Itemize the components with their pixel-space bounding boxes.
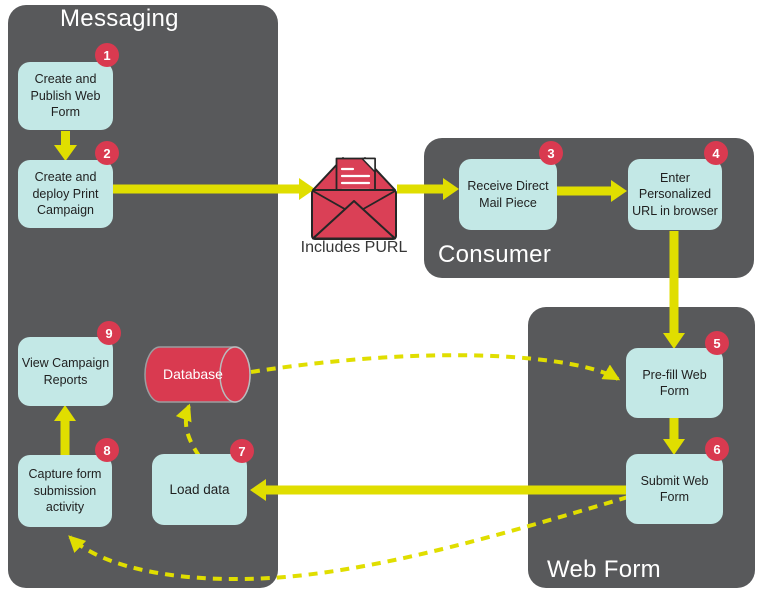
step-box-create-deploy-print-campaign: Create and deploy Print Campaign xyxy=(18,160,113,228)
solid-arrowheads xyxy=(54,145,685,501)
step-box-enter-personalized-url: Enter Personalized URL in browser xyxy=(628,159,722,230)
step-badge-4: 4 xyxy=(704,141,728,165)
step-badge-5: 5 xyxy=(705,331,729,355)
step-badge-9: 9 xyxy=(97,321,121,345)
step-badge-1: 1 xyxy=(95,43,119,67)
messaging-title: Messaging xyxy=(60,5,179,32)
database-label: Database xyxy=(163,366,223,382)
step-box-prefill-web-form: Pre-fill Web Form xyxy=(626,348,723,418)
consumer-title: Consumer xyxy=(438,241,552,268)
step-box-view-campaign-reports: View Campaign Reports xyxy=(18,337,113,406)
includes-purl-label: Includes PURL xyxy=(300,239,408,256)
envelope-icon xyxy=(311,157,397,240)
dashed-arrow-loaddata-to-database xyxy=(175,403,201,458)
step-box-submit-web-form: Submit Web Form xyxy=(626,454,723,524)
step-box-create-publish-web-form: Create and Publish Web Form xyxy=(18,62,113,130)
step-badge-7: 7 xyxy=(230,439,254,463)
webform-title: Web Form xyxy=(547,556,661,583)
step-box-capture-form-activity: Capture form submission activity xyxy=(18,455,112,527)
step-box-receive-direct-mail: Receive Direct Mail Piece xyxy=(459,159,557,230)
step-badge-3: 3 xyxy=(539,141,563,165)
step-badge-8: 8 xyxy=(95,438,119,462)
step-badge-6: 6 xyxy=(705,437,729,461)
dashed-arrow-submit-to-capture xyxy=(68,495,629,582)
dashed-arrow-database-to-prefill xyxy=(250,353,621,381)
step-badge-2: 2 xyxy=(95,141,119,165)
step-box-load-data: Load data xyxy=(152,454,247,525)
database-icon xyxy=(144,346,251,403)
